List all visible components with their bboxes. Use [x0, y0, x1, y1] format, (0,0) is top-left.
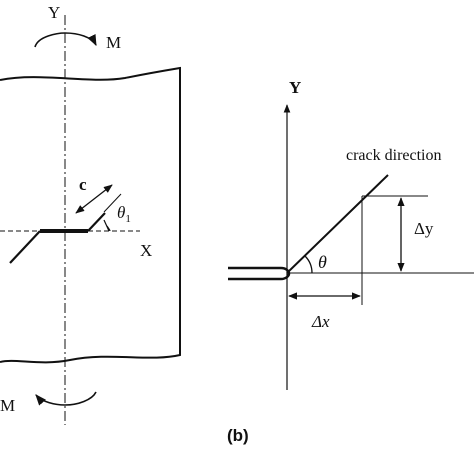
- crack-direction-label: crack direction: [346, 147, 442, 164]
- dx-label: Δx: [311, 312, 330, 331]
- specimen-outline: [0, 66, 181, 364]
- moment-top-label: M: [106, 33, 121, 52]
- crack-length-label: c: [79, 175, 87, 194]
- moment-top-arrow: [34, 32, 97, 48]
- theta-arc: [304, 255, 313, 274]
- crack-direction-line: [286, 174, 389, 274]
- panel-b: Y crack direction θ Δy Δx (b): [227, 78, 474, 445]
- panel-a-y-label: Y: [48, 3, 60, 22]
- crack-upper-branch: [87, 212, 106, 232]
- panel-a-x-label: X: [140, 241, 152, 260]
- crack-length-extension-line: [103, 193, 122, 213]
- theta-label: θ: [318, 252, 327, 272]
- moment-bottom-arrow: [35, 391, 97, 406]
- panel-b-caption: (b): [227, 426, 249, 445]
- theta1-indicator: [103, 219, 110, 232]
- crack-length-dimension: [75, 184, 113, 214]
- theta1-label: θ1: [117, 203, 131, 225]
- panel-a: Y X M M c θ1: [0, 3, 181, 425]
- crack-lower-branch: [9, 230, 41, 264]
- notch: [228, 266, 291, 281]
- panel-b-y-label: Y: [289, 78, 301, 97]
- moment-bottom-label: M: [0, 396, 15, 415]
- dy-label: Δy: [414, 219, 434, 238]
